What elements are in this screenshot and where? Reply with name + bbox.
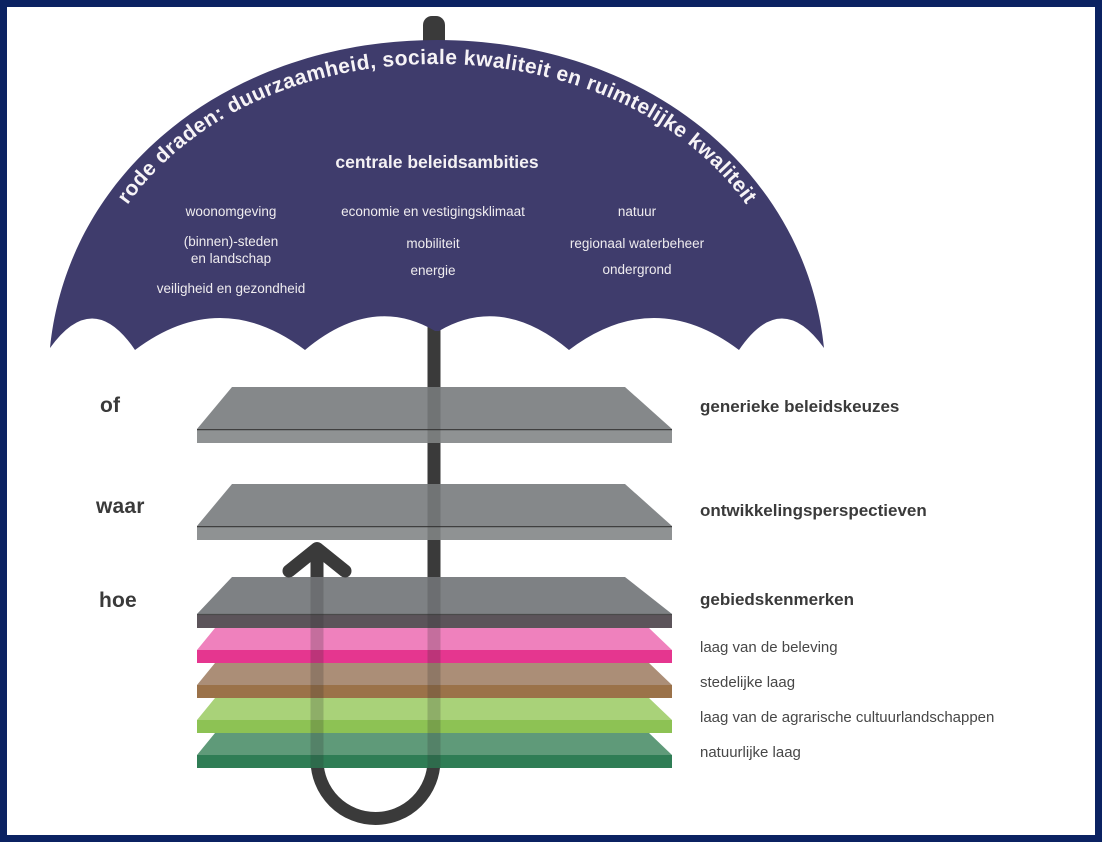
plane-top-face <box>197 577 672 614</box>
question-of: of <box>100 394 121 417</box>
pole-and-loop-arrow-shaft <box>310 28 441 825</box>
plane-top-face <box>197 484 672 526</box>
up-arrow-icon <box>282 542 352 578</box>
layer-front-face <box>197 685 672 698</box>
layer-stedelijk <box>197 663 672 698</box>
layer-top-face <box>197 733 672 755</box>
plane-gebiedskenmerken <box>197 577 672 628</box>
ambition-natuur: natuur <box>617 204 657 219</box>
plane-top-face <box>197 387 672 429</box>
plane-front-face <box>197 614 672 628</box>
layer-label-beleving: laag van de beleving <box>700 639 838 656</box>
pole-stripe <box>427 577 441 768</box>
umbrella-canopy <box>50 40 824 350</box>
question-hoe: hoe <box>99 589 137 612</box>
layer-front-face <box>197 755 672 768</box>
plane-ontwikkelingsperspectieven <box>197 484 672 540</box>
umbrella-title: centrale beleidsambities <box>335 152 539 172</box>
pole-stripe <box>427 387 441 443</box>
layer-front-face <box>197 650 672 663</box>
ambition-economie: economie en vestigingsklimaat <box>341 204 525 219</box>
layer-front-face <box>197 720 672 733</box>
layer-agrarisch <box>197 698 672 733</box>
ambition-waterbeheer: regionaal waterbeheer <box>569 236 705 251</box>
layer-beleving <box>197 628 672 663</box>
question-waar: waar <box>96 495 145 518</box>
plane-front-face <box>197 526 672 540</box>
layer-label-natuurlijk: natuurlijke laag <box>700 744 801 761</box>
ambition-binnen-steden: (binnen)-steden <box>183 234 279 249</box>
layer-top-face <box>197 698 672 720</box>
plane-front-face <box>197 429 672 443</box>
plane-label-ontwikkelingsperspectieven: ontwikkelingsperspectieven <box>700 501 927 520</box>
ambition-ondergrond: ondergrond <box>602 262 672 277</box>
ambition-en-landschap: en landschap <box>190 251 272 266</box>
ambition-veiligheid-gezondheid: veiligheid en gezondheid <box>156 281 306 296</box>
ambition-energie: energie <box>410 263 456 278</box>
plane-label-generieke-beleidskeuzes: generieke beleidskeuzes <box>700 397 900 416</box>
layer-top-face <box>197 628 672 650</box>
layer-top-face <box>197 663 672 685</box>
plane-label-gebiedskenmerken: gebiedskenmerken <box>700 590 855 609</box>
arrow-shaft-stripe <box>310 577 324 768</box>
layer-natuurlijk <box>197 733 672 768</box>
pole-stripe <box>427 484 441 540</box>
plane-generieke-beleidskeuzes <box>197 387 672 443</box>
ambition-woonomgeving: woonomgeving <box>185 204 277 219</box>
pole-through-layers-shading <box>310 387 441 768</box>
ambition-mobiliteit: mobiliteit <box>406 236 460 251</box>
layer-label-agrarisch: laag van de agrarische cultuurlandschapp… <box>700 709 995 726</box>
layer-label-stedelijk: stedelijke laag <box>700 674 796 691</box>
